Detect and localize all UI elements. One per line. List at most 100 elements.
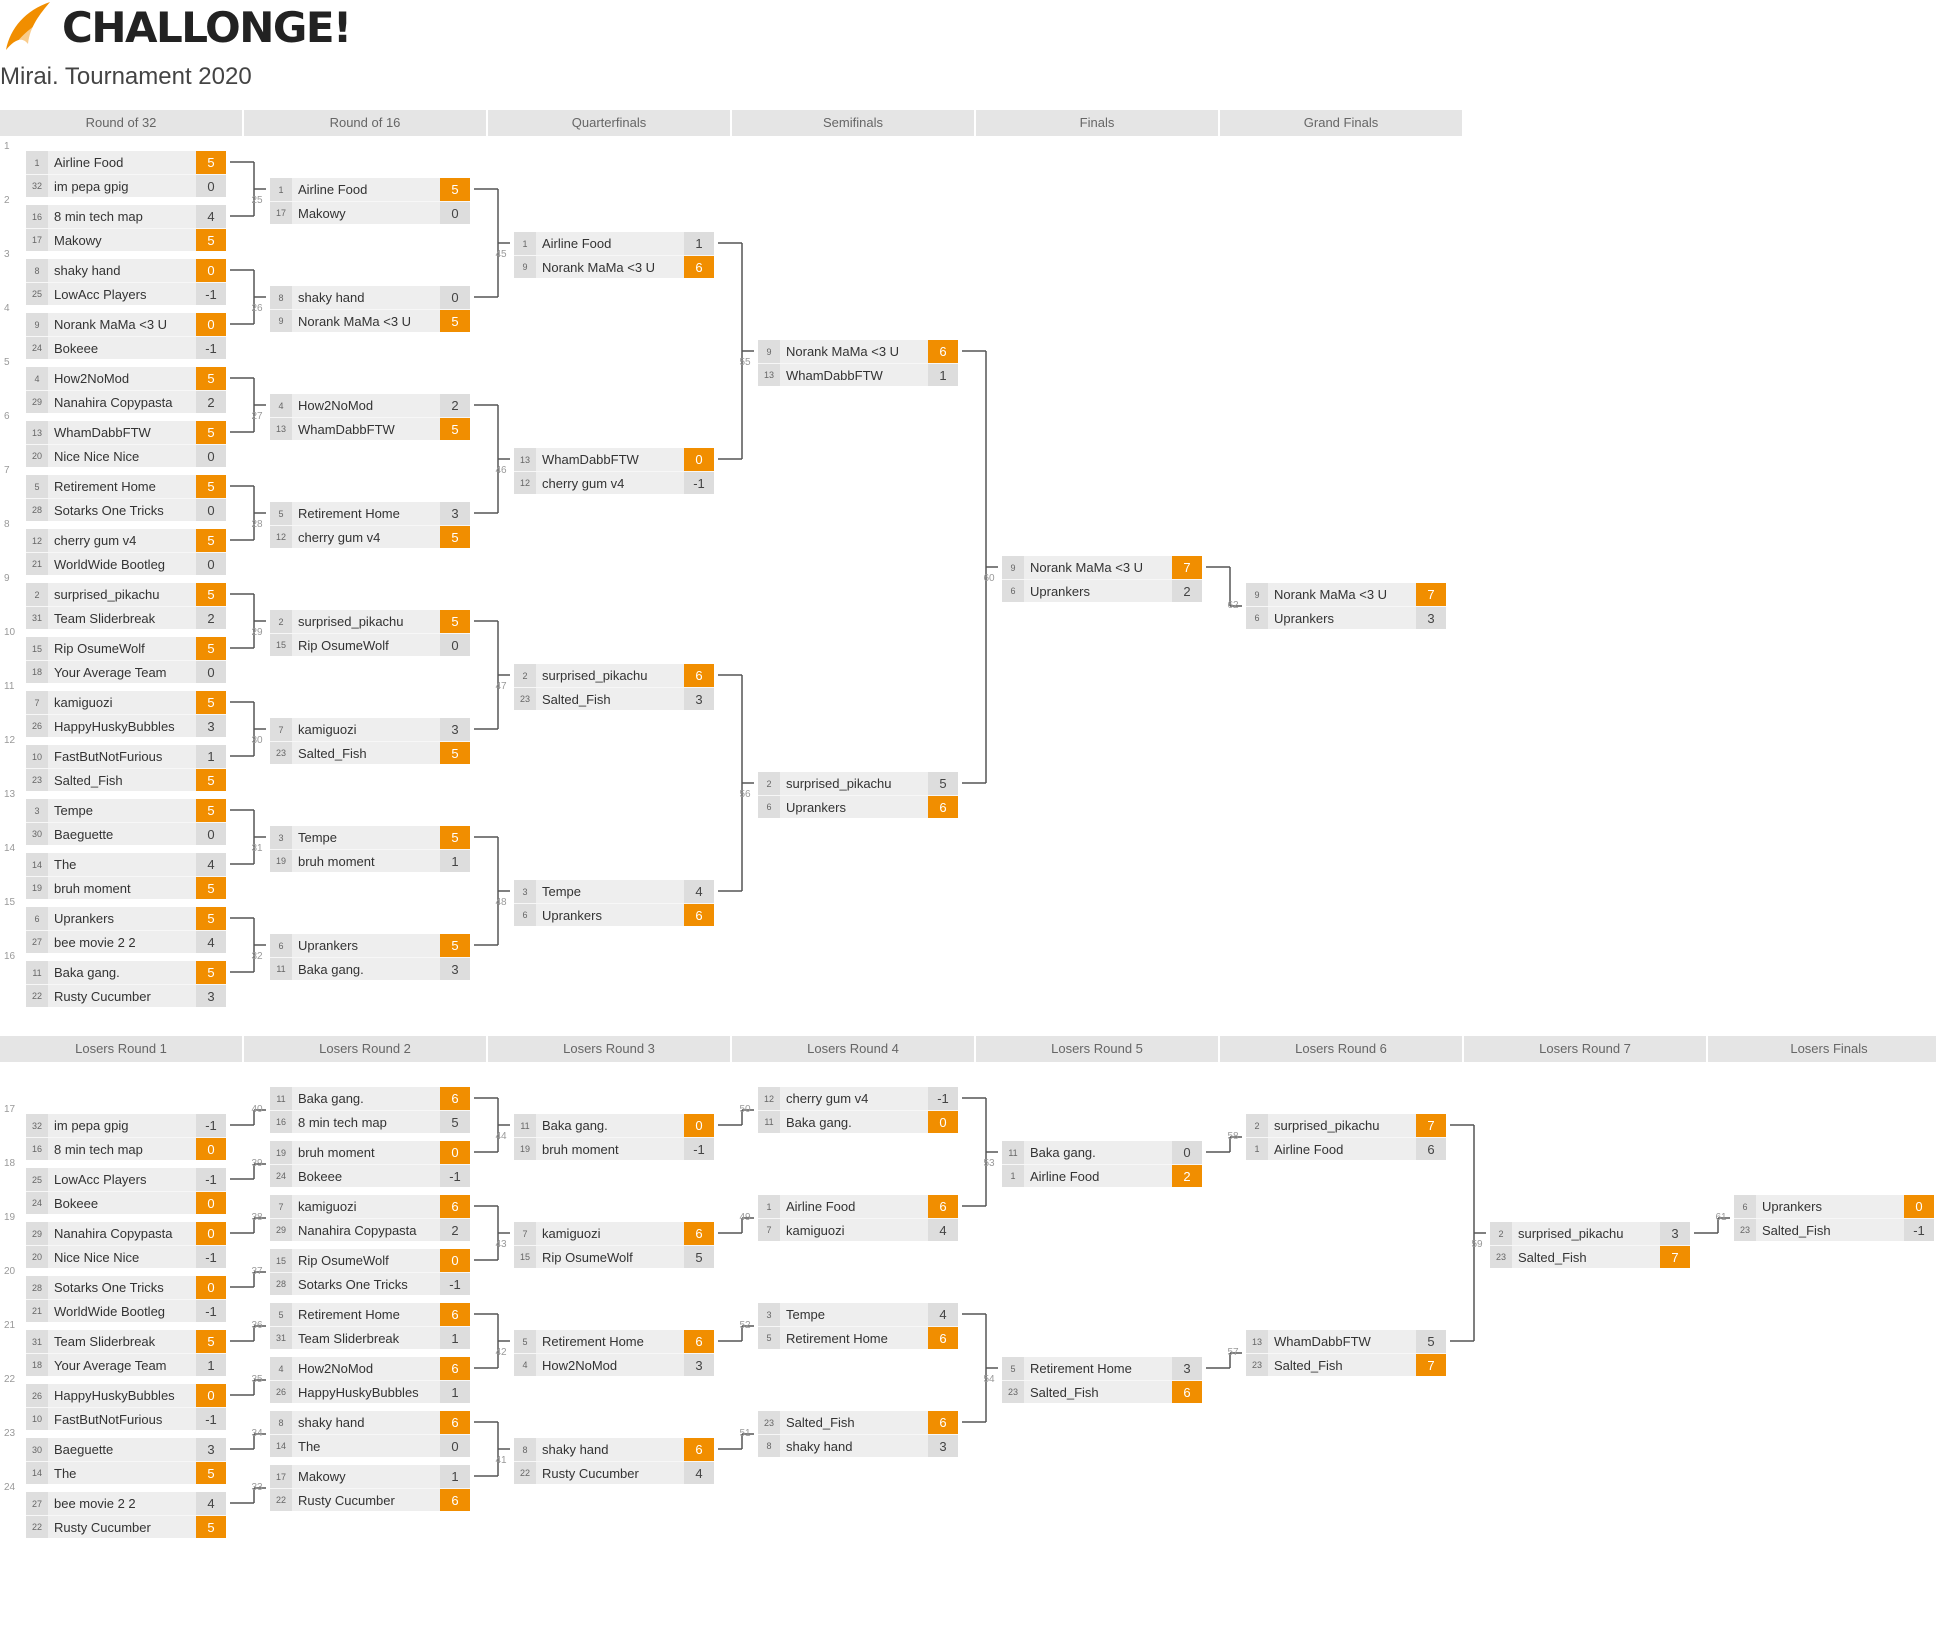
participant-name[interactable]: bee movie 2 2: [48, 930, 196, 953]
participant-name[interactable]: Salted_Fish: [48, 768, 196, 791]
participant-name[interactable]: WhamDabbFTW: [1268, 1330, 1416, 1353]
participant-name[interactable]: shaky hand: [292, 1411, 440, 1434]
participant-name[interactable]: How2NoMod: [536, 1353, 684, 1376]
participant-name[interactable]: 8 min tech map: [292, 1110, 440, 1133]
participant-name[interactable]: Airline Food: [780, 1195, 928, 1218]
participant-name[interactable]: 8 min tech map: [48, 1137, 196, 1160]
participant-name[interactable]: Norank MaMa <3 U: [1268, 583, 1416, 606]
participant-name[interactable]: Baeguette: [48, 1438, 196, 1461]
participant-name[interactable]: Airline Food: [1024, 1164, 1172, 1187]
participant-name[interactable]: Baka gang.: [536, 1114, 684, 1137]
participant-name[interactable]: shaky hand: [536, 1438, 684, 1461]
participant-name[interactable]: bruh moment: [48, 876, 196, 899]
participant-name[interactable]: Norank MaMa <3 U: [292, 309, 440, 332]
participant-name[interactable]: WorldWide Bootleg: [48, 552, 196, 575]
participant-name[interactable]: Airline Food: [1268, 1137, 1416, 1160]
participant-name[interactable]: WorldWide Bootleg: [48, 1299, 196, 1322]
participant-name[interactable]: Uprankers: [780, 795, 928, 818]
participant-name[interactable]: Salted_Fish: [536, 687, 684, 710]
participant-name[interactable]: Uprankers: [1268, 606, 1416, 629]
participant-name[interactable]: Makowy: [48, 228, 196, 251]
participant-name[interactable]: bruh moment: [292, 1141, 440, 1164]
participant-name[interactable]: cherry gum v4: [780, 1087, 928, 1110]
participant-name[interactable]: Nanahira Copypasta: [48, 390, 196, 413]
participant-name[interactable]: Rusty Cucumber: [292, 1488, 440, 1511]
participant-name[interactable]: FastButNotFurious: [48, 745, 196, 768]
participant-name[interactable]: Airline Food: [48, 151, 196, 174]
participant-name[interactable]: Retirement Home: [780, 1326, 928, 1349]
participant-name[interactable]: Salted_Fish: [1024, 1380, 1172, 1403]
participant-name[interactable]: Sotarks One Tricks: [48, 498, 196, 521]
participant-name[interactable]: shaky hand: [292, 286, 440, 309]
participant-name[interactable]: Airline Food: [536, 232, 684, 255]
participant-name[interactable]: Tempe: [780, 1303, 928, 1326]
